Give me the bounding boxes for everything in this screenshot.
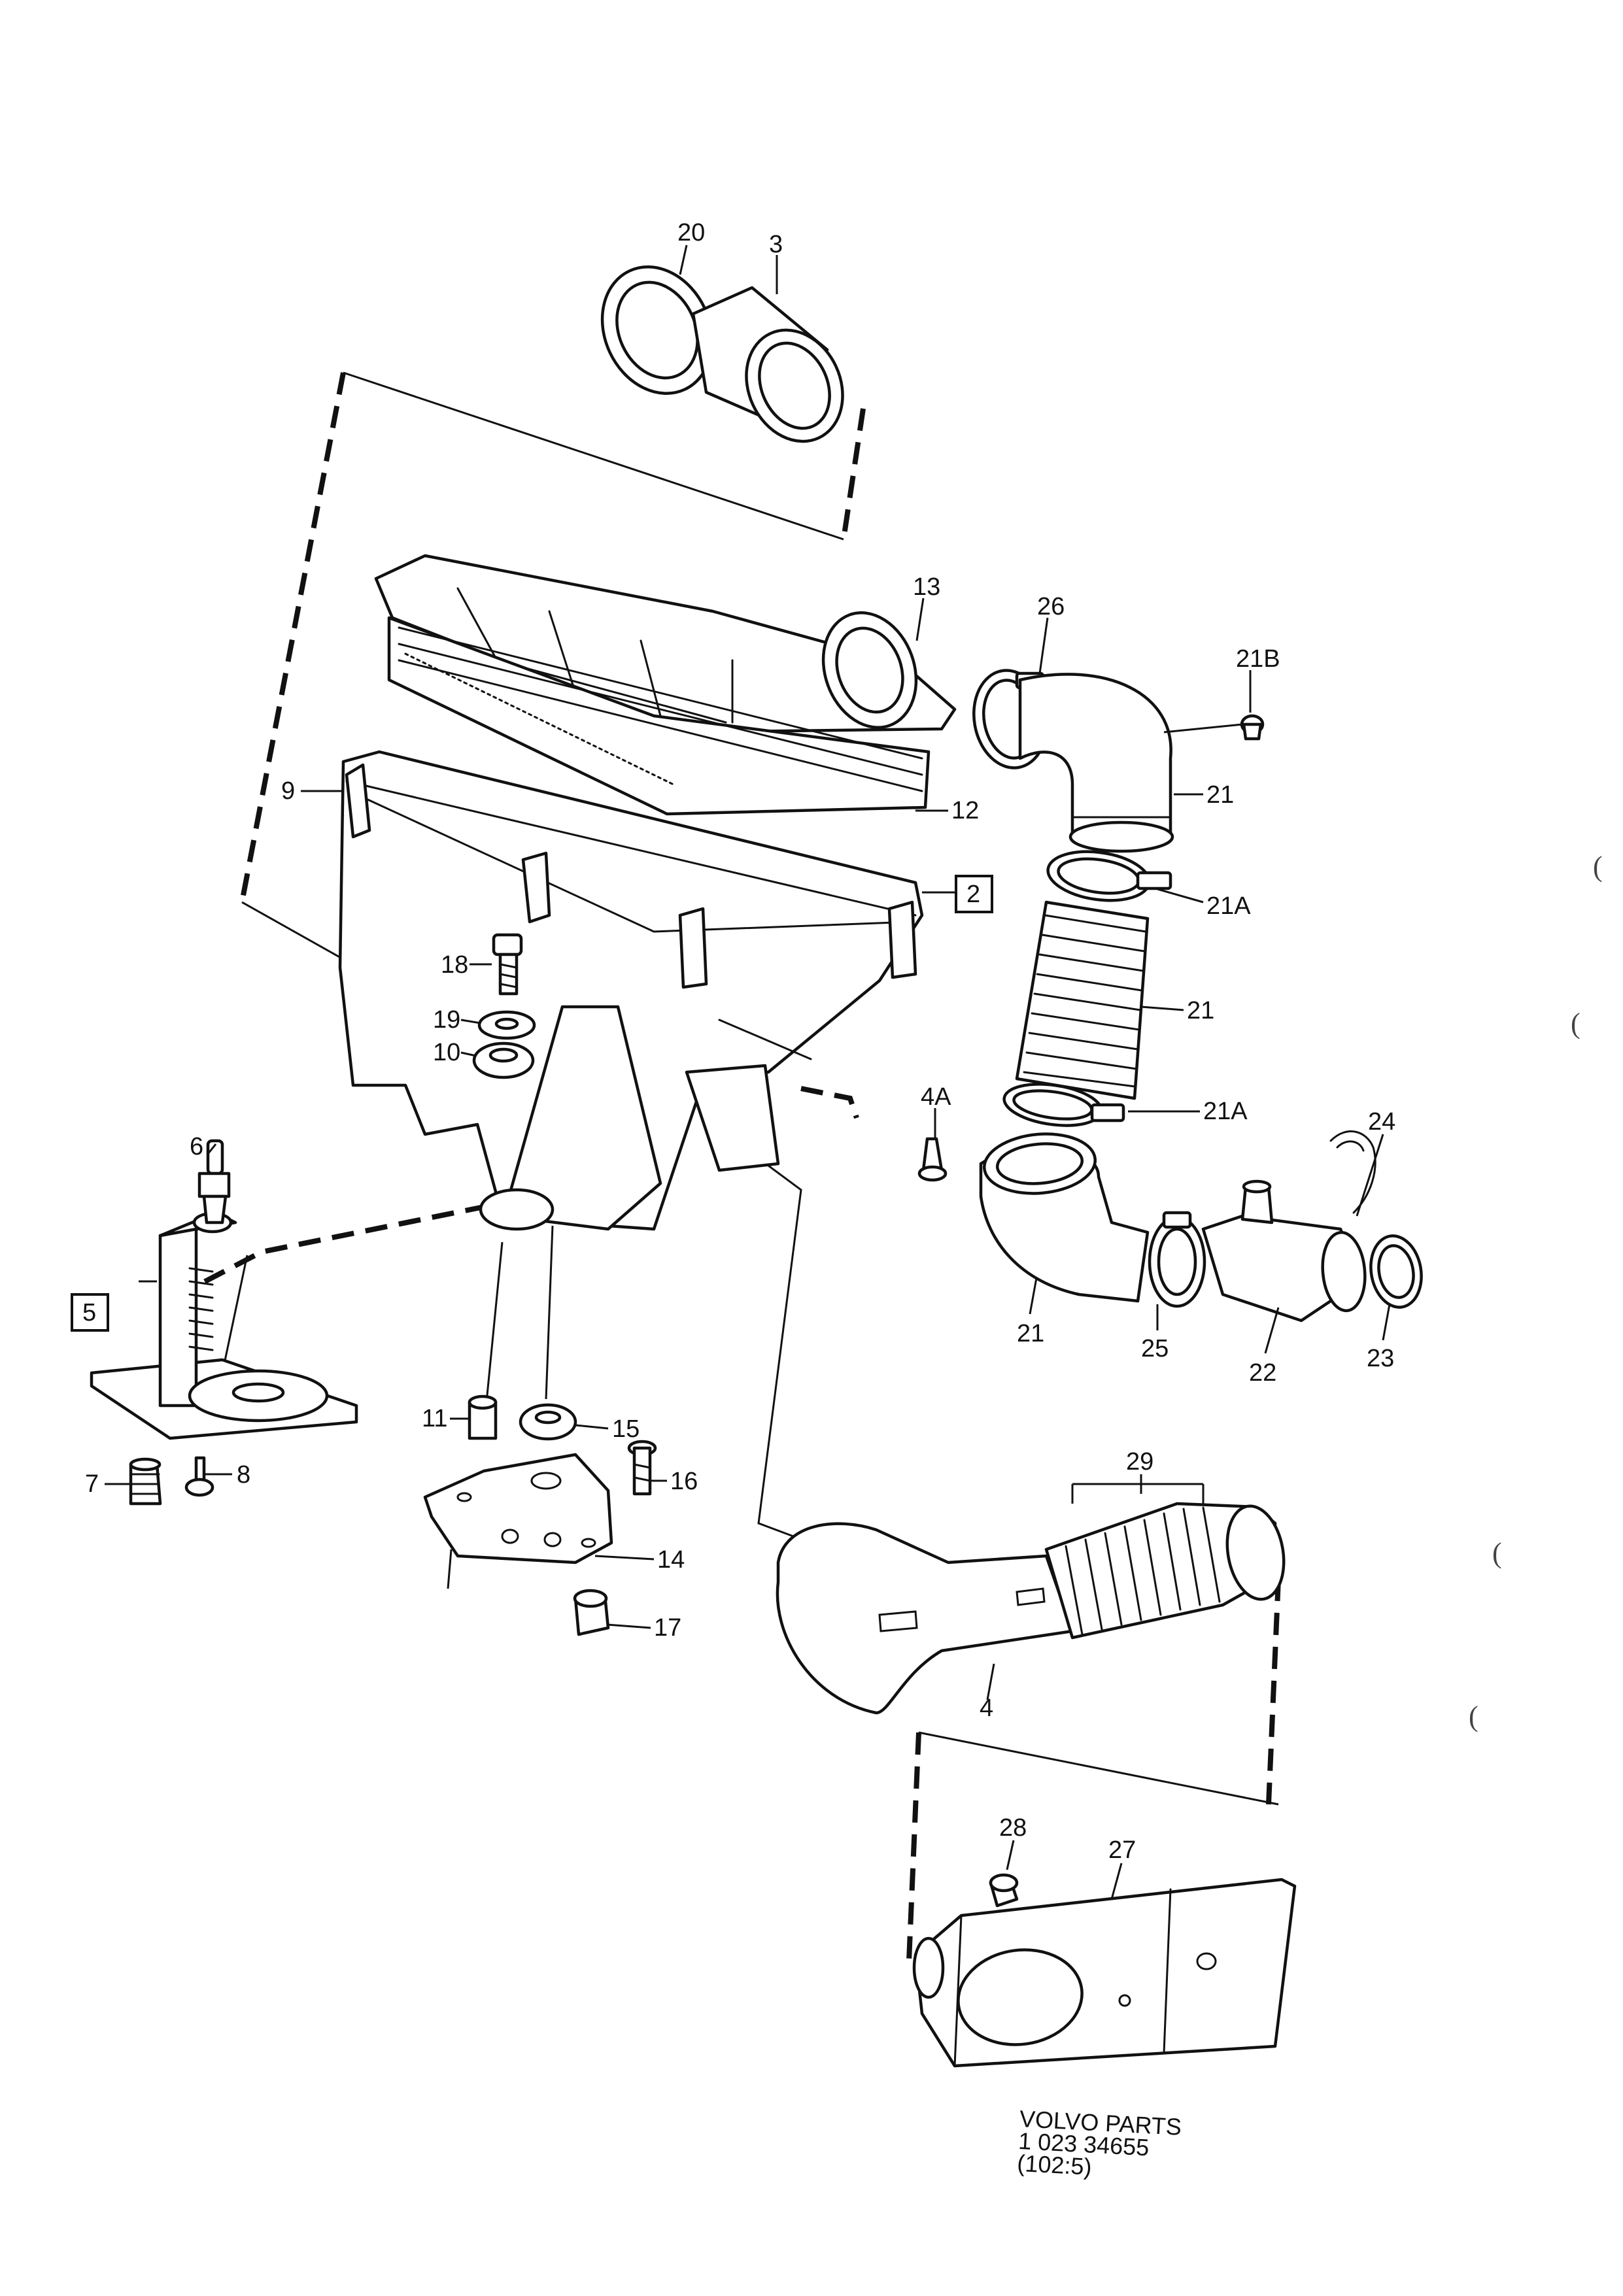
part-15-grommet — [519, 1403, 577, 1441]
part-21a-clamp-upper — [1046, 850, 1172, 902]
callout-21a-lower: 21A — [1203, 1098, 1248, 1125]
part-8-screw — [184, 1456, 214, 1497]
part-21a-clamp-lower — [1002, 1083, 1125, 1127]
margin-mark-4: ( — [1469, 1700, 1478, 1732]
part-4-intake-duct — [776, 1522, 1074, 1715]
part-18-bolt — [492, 933, 523, 996]
part-21b-plug — [1240, 714, 1265, 741]
part-12-filter-element — [387, 616, 931, 816]
assembly-line-lower — [918, 1731, 1279, 1806]
callout-21a-upper: 21A — [1206, 892, 1251, 920]
assembly-line-left — [241, 901, 347, 962]
part-4a-screw — [917, 1137, 948, 1182]
part-21-upper-elbow-hose — [1018, 673, 1174, 853]
part-28-nut — [989, 1873, 1019, 1908]
callout-4a: 4A — [921, 1083, 951, 1111]
part-22-hose — [1201, 1179, 1367, 1323]
callout-21b: 21B — [1236, 645, 1280, 673]
callout-29: 29 — [1126, 1448, 1153, 1476]
callout-21-upper: 21 — [1206, 781, 1234, 809]
callout-28: 28 — [999, 1814, 1027, 1842]
margin-mark-1: ( — [1593, 851, 1603, 883]
callout-9: 9 — [281, 777, 295, 805]
callout-15: 15 — [612, 1415, 640, 1443]
part-25-hose-clamp — [1148, 1211, 1206, 1308]
assembly-line-5 — [221, 1255, 248, 1374]
callout-17: 17 — [654, 1614, 681, 1642]
part-21-lower-elbow-hose — [979, 1132, 1150, 1303]
part-6-sensor — [197, 1139, 231, 1224]
part-29-bellows — [1044, 1502, 1286, 1640]
callout-24: 24 — [1368, 1108, 1395, 1136]
callout-7: 7 — [85, 1470, 99, 1498]
part-16-bolt — [627, 1440, 657, 1496]
part-24-clip — [1329, 1130, 1376, 1214]
dashed-line-lower — [906, 1732, 921, 1962]
dashed-line-top — [841, 408, 866, 540]
part-20-sealing-ring — [600, 265, 714, 395]
callout-16: 16 — [670, 1468, 698, 1495]
part-19-washer — [477, 1010, 536, 1040]
part-23-sealing-ring — [1369, 1234, 1423, 1309]
callout-3: 3 — [769, 231, 783, 258]
assembly-line-duct — [712, 1123, 811, 1544]
part-10-grommet — [472, 1041, 535, 1079]
callout-2: 2 — [966, 881, 980, 908]
callout-22: 22 — [1249, 1359, 1276, 1387]
callout-19: 19 — [433, 1006, 460, 1034]
part-5-bracket — [90, 1211, 358, 1440]
part-14-mounting-plate — [423, 1453, 613, 1589]
volvo-parts-stamp: VOLVO PARTS 1 023 34655 (102:5) — [1017, 2105, 1216, 2185]
callout-13: 13 — [913, 573, 940, 601]
callout-27: 27 — [1108, 1836, 1136, 1864]
callout-25: 25 — [1141, 1335, 1169, 1362]
assembly-line-15 — [545, 1225, 554, 1400]
dashed-line-left — [239, 372, 346, 903]
part-17-nut — [573, 1589, 610, 1636]
callout-12: 12 — [951, 797, 979, 824]
margin-mark-2: ( — [1571, 1007, 1580, 1039]
callout-23: 23 — [1367, 1345, 1394, 1372]
callout-box-5 — [71, 1293, 109, 1332]
callout-11: 11 — [422, 1405, 447, 1432]
callout-26: 26 — [1037, 593, 1065, 620]
callout-5: 5 — [82, 1299, 96, 1326]
part-21-bellows-hose — [1015, 900, 1150, 1100]
callout-21-lower: 21 — [1017, 1320, 1044, 1347]
callout-box-2 — [955, 875, 993, 913]
part-7-plug — [129, 1457, 162, 1506]
callout-20: 20 — [677, 219, 705, 246]
part-2-air-cleaner-housing — [338, 750, 924, 1231]
callout-14: 14 — [657, 1546, 685, 1574]
assembly-line-top — [343, 371, 844, 541]
dashed-line-4a — [800, 1086, 859, 1119]
housing-clips — [345, 763, 917, 989]
margin-mark-3: ( — [1492, 1537, 1502, 1569]
part-11-spacer — [468, 1394, 498, 1440]
callout-18: 18 — [441, 951, 468, 979]
callout-10: 10 — [433, 1039, 460, 1066]
callout-leaders — [105, 245, 1391, 1900]
part-27-shroud — [912, 1878, 1297, 2068]
part-3-intake-sleeve — [691, 286, 844, 443]
callout-8: 8 — [237, 1461, 250, 1489]
dashed-line-right — [1266, 1578, 1281, 1805]
dashed-line-bracket — [185, 1204, 488, 1294]
callout-4: 4 — [980, 1695, 993, 1722]
callout-6: 6 — [190, 1133, 203, 1160]
callout-21-bellows: 21 — [1187, 997, 1214, 1024]
